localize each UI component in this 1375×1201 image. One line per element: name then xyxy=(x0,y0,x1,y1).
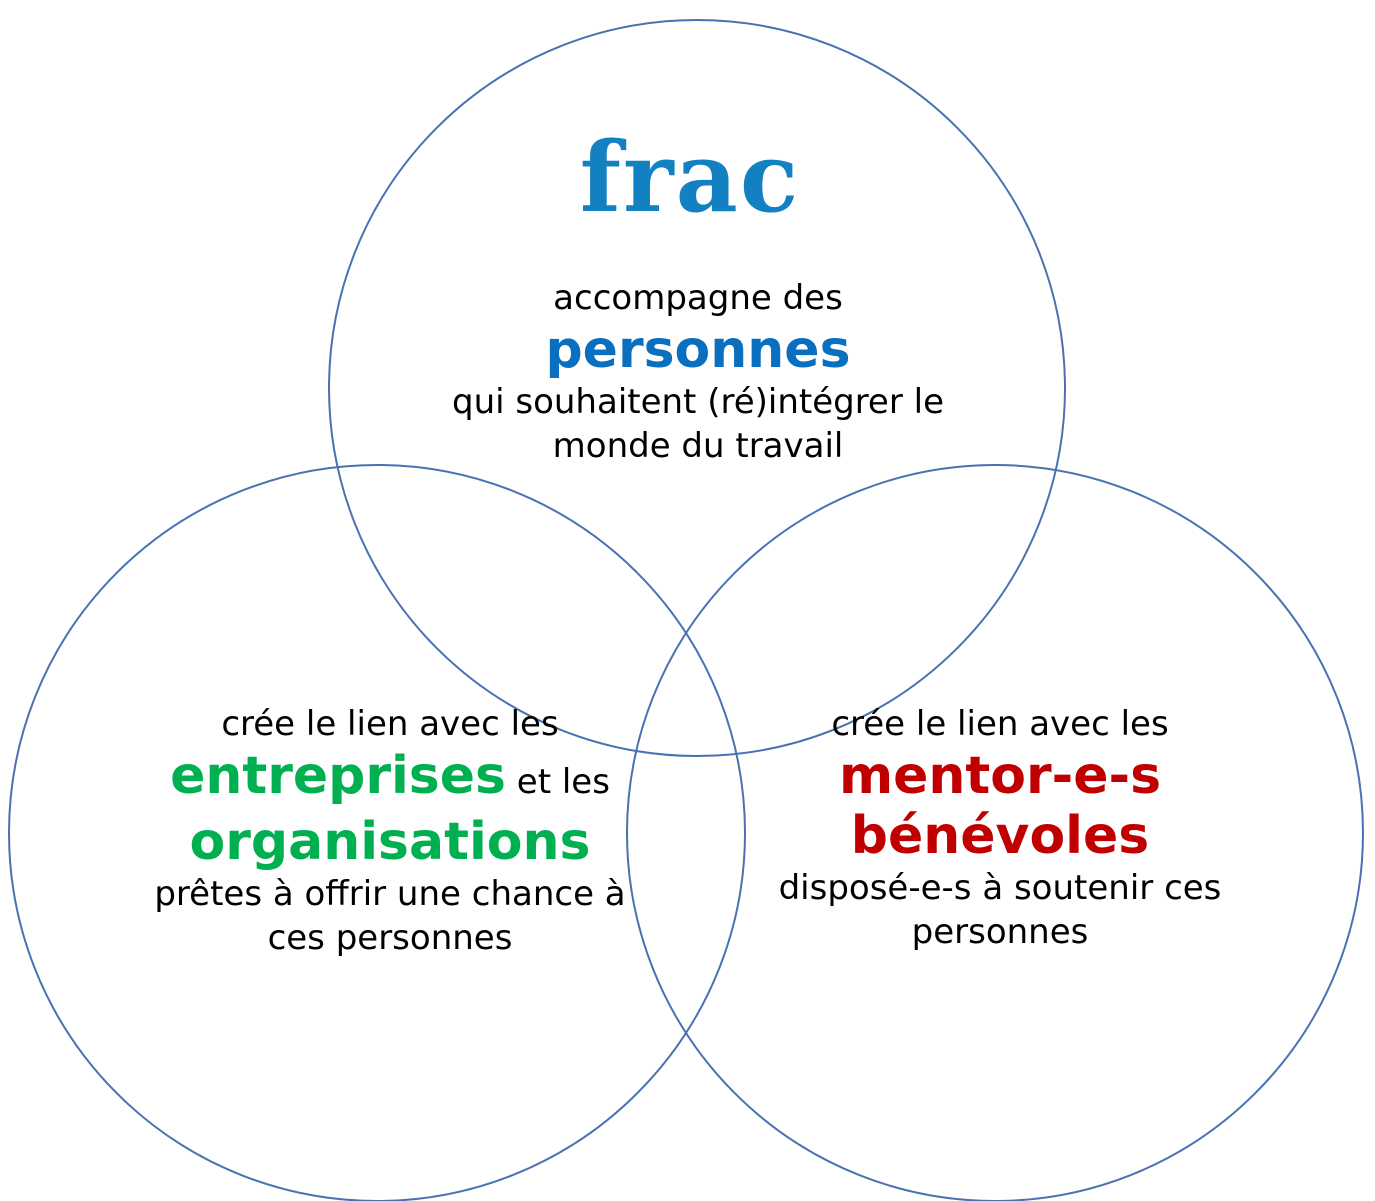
right-line-1: crée le lien avec les xyxy=(831,704,1169,744)
frac-logo: frac xyxy=(579,121,801,234)
entreprises-highlight: entreprises xyxy=(170,746,506,806)
left-circle-text: crée le lien avec les entreprises et les… xyxy=(120,702,660,960)
right-line-4: disposé-e-s à soutenir ces xyxy=(778,868,1222,908)
mentors-highlight: mentor-e-s xyxy=(838,746,1162,806)
right-circle xyxy=(626,464,1364,1201)
organisations-highlight: organisations xyxy=(189,812,591,872)
top-line-4: monde du travail xyxy=(552,426,844,466)
right-line-5: personnes xyxy=(911,912,1089,952)
personnes-highlight: personnes xyxy=(545,320,851,380)
top-line-1: accompagne des xyxy=(553,278,843,318)
right-circle-text: crée le lien avec les mentor-e-s bénévol… xyxy=(760,702,1240,954)
top-line-3: qui souhaitent (ré)intégrer le xyxy=(451,382,945,422)
left-line-2: entreprises et les xyxy=(120,746,660,812)
left-connector: et les xyxy=(505,762,610,802)
left-line-1: crée le lien avec les xyxy=(221,704,559,744)
top-circle-text: accompagne des personnes qui souhaitent … xyxy=(448,276,948,468)
top-circle xyxy=(328,19,1066,757)
benevoles-highlight: bénévoles xyxy=(850,806,1150,866)
left-circle xyxy=(8,464,746,1201)
left-line-5: ces personnes xyxy=(267,918,513,958)
left-line-4: prêtes à offrir une chance à xyxy=(154,874,626,914)
